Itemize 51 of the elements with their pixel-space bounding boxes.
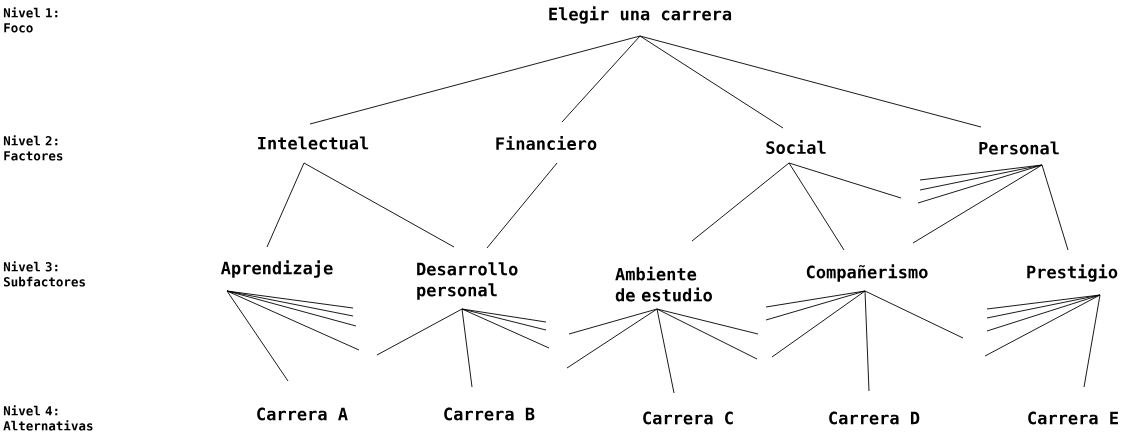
connector-line <box>639 35 784 129</box>
connector-line <box>864 290 870 392</box>
stub-line <box>461 308 547 331</box>
connector-line <box>461 308 473 388</box>
stub-line <box>765 290 866 321</box>
stub-line <box>984 294 1101 357</box>
hierarchy-label: Carrera C <box>643 411 733 425</box>
stub-line <box>656 308 758 360</box>
connector-line <box>266 162 305 248</box>
connector-line <box>912 164 1043 244</box>
connector-line <box>788 162 845 251</box>
connector-line <box>1041 164 1069 251</box>
hierarchy-label: Carrera B <box>444 407 535 421</box>
stub-line <box>917 164 1043 204</box>
connector-line <box>309 35 641 125</box>
level-label: Nivel 1: Foco <box>3 7 58 33</box>
hierarchy-label: Intelectual <box>258 136 369 150</box>
level-label: Nivel 3: Subfactores <box>3 261 85 287</box>
hierarchy-label: Aprendizaje <box>221 260 333 278</box>
connector-line <box>561 35 641 123</box>
stub-line <box>566 308 658 369</box>
hierarchy-label: Prestigio <box>1027 264 1118 282</box>
level-label: Nivel 4: Alternativas <box>3 405 93 431</box>
hierarchy-label: Carrera E <box>1028 411 1118 425</box>
connector-line <box>303 162 455 248</box>
connector-line <box>639 35 982 128</box>
connector-line <box>656 308 675 394</box>
stub-line <box>788 162 902 199</box>
stub-line <box>226 290 360 351</box>
hierarchy-label: Social <box>766 139 826 155</box>
connector-line <box>486 162 558 249</box>
stub-line <box>568 308 658 335</box>
stub-line <box>656 308 759 335</box>
level-label: Nivel 2: Factores <box>3 135 63 161</box>
hierarchy-label: Personal <box>979 141 1059 155</box>
hierarchy-label: Carrera D <box>829 411 920 425</box>
hierarchy-label: Compañerismo <box>806 264 928 282</box>
connector-line <box>691 162 790 242</box>
stub-line <box>771 290 866 358</box>
connector-line <box>1083 294 1101 388</box>
hierarchy-label: Financiero <box>496 135 597 151</box>
hierarchy-label: Ambiente de estudio <box>615 266 712 302</box>
stub-line <box>461 308 550 349</box>
hierarchy-label: Carrera A <box>257 407 348 421</box>
stub-line <box>376 308 463 356</box>
hierarchy-label: Desarrollo personal <box>417 262 518 300</box>
stub-line <box>986 294 1101 332</box>
stub-line <box>226 290 357 327</box>
hierarchy-label: Elegir una carrera <box>549 6 732 24</box>
connector-line <box>226 290 289 382</box>
stub-line <box>864 290 964 339</box>
